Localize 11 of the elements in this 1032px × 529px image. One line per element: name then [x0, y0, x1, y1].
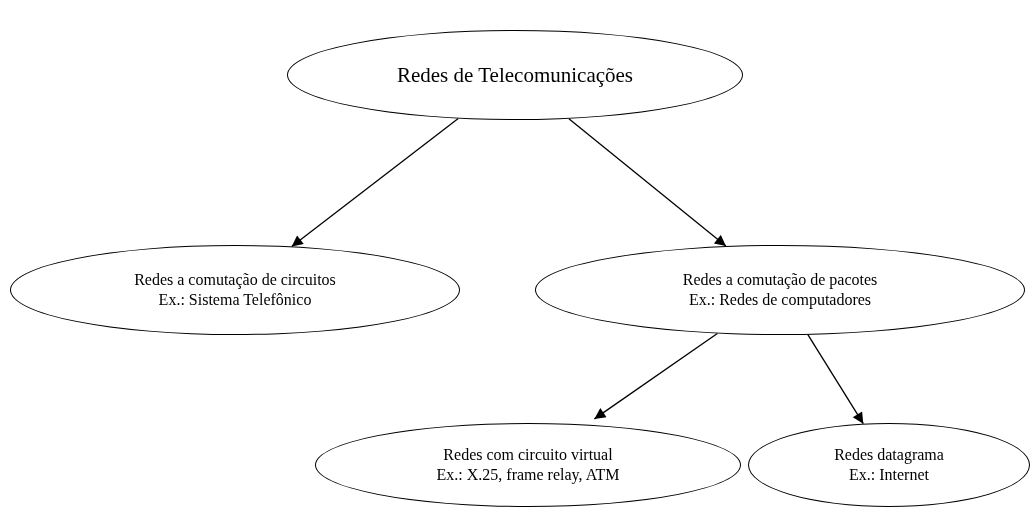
node-text: Redes com circuito virtual	[443, 445, 613, 465]
node-text: Ex.: X.25, frame relay, ATM	[436, 465, 620, 485]
node-text: Redes a comutação de circuitos	[134, 270, 336, 290]
node-text: Ex.: Internet	[849, 465, 929, 485]
node-text: Redes datagrama	[834, 445, 944, 465]
node-text: Redes a comutação de pacotes	[682, 270, 878, 290]
node-text: Ex.: Sistema Telefônico	[158, 290, 312, 310]
arrow	[807, 334, 864, 425]
arrow	[568, 118, 727, 247]
node-text: Redes de Telecomunicações	[396, 61, 633, 89]
node-text: Ex.: Redes de computadores	[688, 290, 872, 310]
